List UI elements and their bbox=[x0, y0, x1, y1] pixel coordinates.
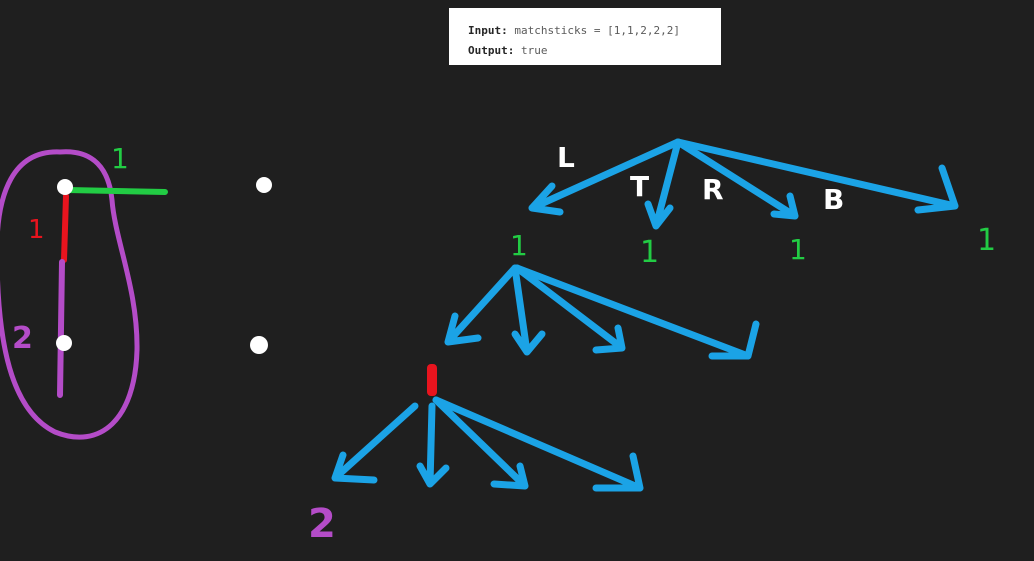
output-label: Output: bbox=[468, 44, 515, 57]
root-arrow-left bbox=[528, 138, 682, 216]
output-line: Output: true bbox=[468, 41, 721, 61]
corner-dot-bottom-right bbox=[250, 336, 268, 354]
level2-node-red-mark bbox=[427, 364, 437, 396]
top-edge-length-label: 1 bbox=[111, 142, 129, 175]
level2-arrow-1 bbox=[331, 402, 419, 484]
input-value: matchsticks = [1,1,2,2,2] bbox=[514, 24, 680, 37]
side-label-L: L bbox=[557, 141, 575, 174]
corner-dot-top-left bbox=[57, 179, 73, 195]
green-top-edge bbox=[65, 187, 168, 195]
root-arrow-right bbox=[674, 138, 799, 220]
side-label-R: R bbox=[702, 173, 724, 206]
left-edge-length-label: 1 bbox=[28, 215, 45, 245]
level2-arrow-4 bbox=[432, 396, 644, 492]
level1-arrow-4 bbox=[513, 264, 760, 360]
bottom-purple-label: 2 bbox=[308, 501, 336, 547]
purple-circle-sketch bbox=[0, 149, 140, 440]
input-label: Input: bbox=[468, 24, 508, 37]
problem-example-card: Input: matchsticks = [1,1,2,2,2] Output:… bbox=[449, 8, 721, 65]
corner-dot-top-right bbox=[256, 177, 272, 193]
side-label-B: B bbox=[823, 183, 844, 216]
tree-labels: L T R B 1 1 1 1 2 bbox=[308, 141, 996, 547]
level1-arrow-2 bbox=[511, 264, 546, 356]
purple-edge-length-label: 2 bbox=[12, 321, 33, 356]
corner-dot-bottom-left bbox=[56, 335, 72, 351]
decision-tree bbox=[331, 138, 959, 492]
branch-T-value: 1 bbox=[640, 235, 659, 270]
level1-arrow-1 bbox=[444, 264, 519, 346]
input-line: Input: matchsticks = [1,1,2,2,2] bbox=[468, 21, 721, 41]
red-left-edge bbox=[61, 193, 69, 263]
level1-node-label: 1 bbox=[510, 229, 528, 262]
side-label-T: T bbox=[630, 170, 649, 203]
level1-arrow-3 bbox=[513, 264, 626, 354]
root-arrow-bottom bbox=[674, 138, 959, 214]
purple-left-edge bbox=[57, 259, 65, 398]
root-arrow-top bbox=[644, 138, 682, 230]
branch-R-value: 1 bbox=[789, 233, 807, 266]
level2-arrow-3 bbox=[432, 396, 529, 490]
square-sketch: 1 1 2 bbox=[0, 142, 272, 440]
output-value: true bbox=[520, 44, 548, 57]
branch-B-value: 1 bbox=[977, 223, 996, 258]
level2-arrow-2 bbox=[416, 402, 450, 488]
